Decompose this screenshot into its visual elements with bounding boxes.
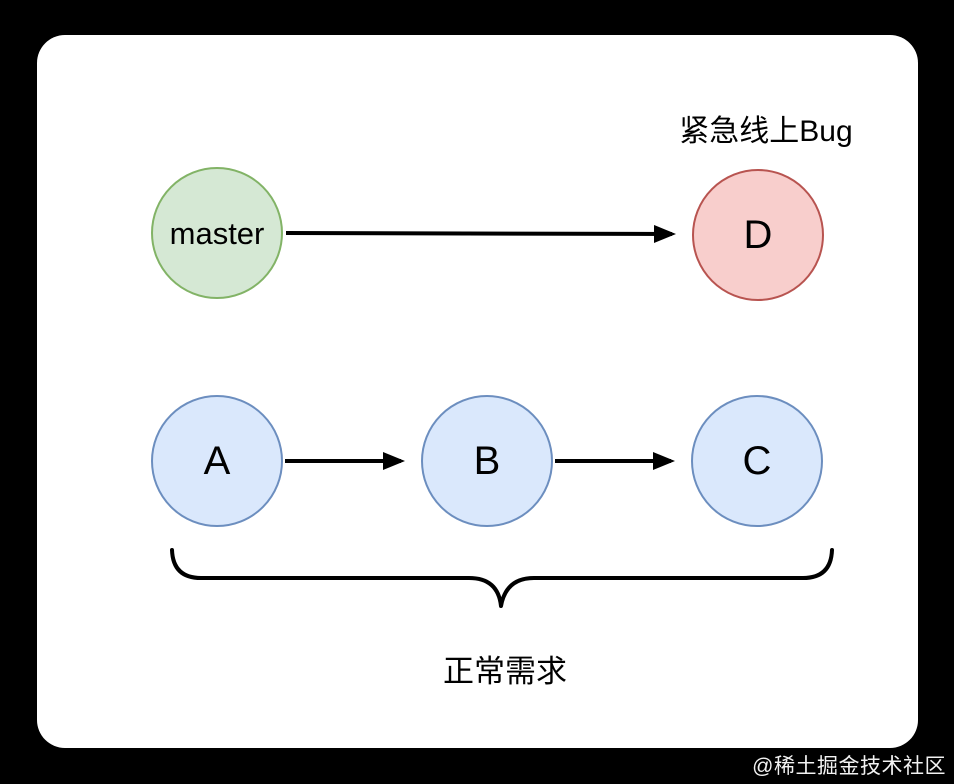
urgent-bug-label: 紧急线上Bug bbox=[679, 115, 853, 148]
node-d-label: D bbox=[743, 213, 773, 257]
node-master: master bbox=[151, 167, 283, 299]
diagram-card bbox=[37, 35, 918, 748]
node-b: B bbox=[421, 395, 553, 527]
node-b-label: B bbox=[473, 439, 501, 483]
normal-requirement-label: 正常需求 bbox=[443, 654, 567, 689]
node-master-label: master bbox=[169, 215, 265, 251]
node-a-label: A bbox=[203, 439, 231, 483]
node-c: C bbox=[691, 395, 823, 527]
node-a: A bbox=[151, 395, 283, 527]
watermark-text: @稀土掘金技术社区 bbox=[752, 755, 946, 778]
node-c-label: C bbox=[742, 439, 772, 483]
node-d: D bbox=[692, 169, 824, 301]
